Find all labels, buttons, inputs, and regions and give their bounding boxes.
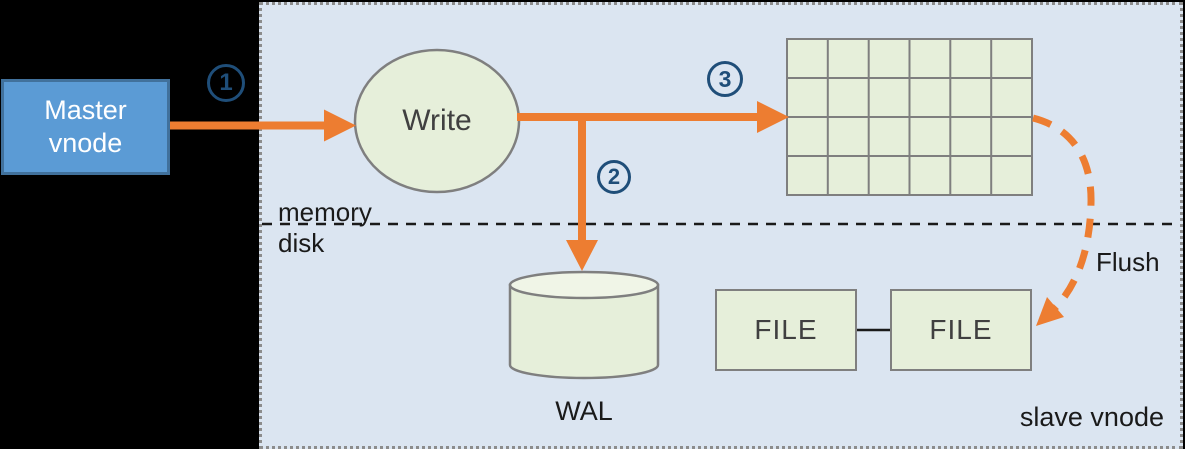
file-box-1: FILE: [715, 289, 857, 371]
memory-label: memory: [278, 197, 372, 227]
wal-cylinder: [508, 270, 660, 380]
arrow-step2: [566, 113, 598, 271]
memory-table-grid: [786, 38, 1033, 196]
master-vnode-box: Master vnode: [1, 79, 170, 175]
arrow-step1: [170, 109, 356, 142]
file-box-2: FILE: [890, 289, 1032, 371]
step-3-badge: 3: [707, 61, 743, 97]
master-vnode-label-line1: Master: [44, 95, 127, 126]
slave-vnode-label: slave vnode: [1019, 402, 1164, 432]
wal-label: WAL: [555, 396, 613, 426]
arrow-step3: [517, 101, 789, 133]
write-node-label: Write: [402, 104, 472, 137]
step-1-badge: 1: [207, 64, 245, 102]
step-2-number: 2: [607, 164, 621, 189]
disk-label: disk: [278, 228, 325, 258]
file-box-1-label: FILE: [754, 314, 818, 345]
master-vnode-label-line2: vnode: [48, 128, 123, 158]
file-box-2-label: FILE: [929, 314, 993, 345]
flush-arrow: [1032, 114, 1095, 326]
step-2-badge: 2: [597, 160, 631, 194]
step-1-number: 1: [219, 69, 233, 96]
step-3-number: 3: [718, 65, 732, 92]
flush-label: Flush: [1096, 247, 1160, 277]
